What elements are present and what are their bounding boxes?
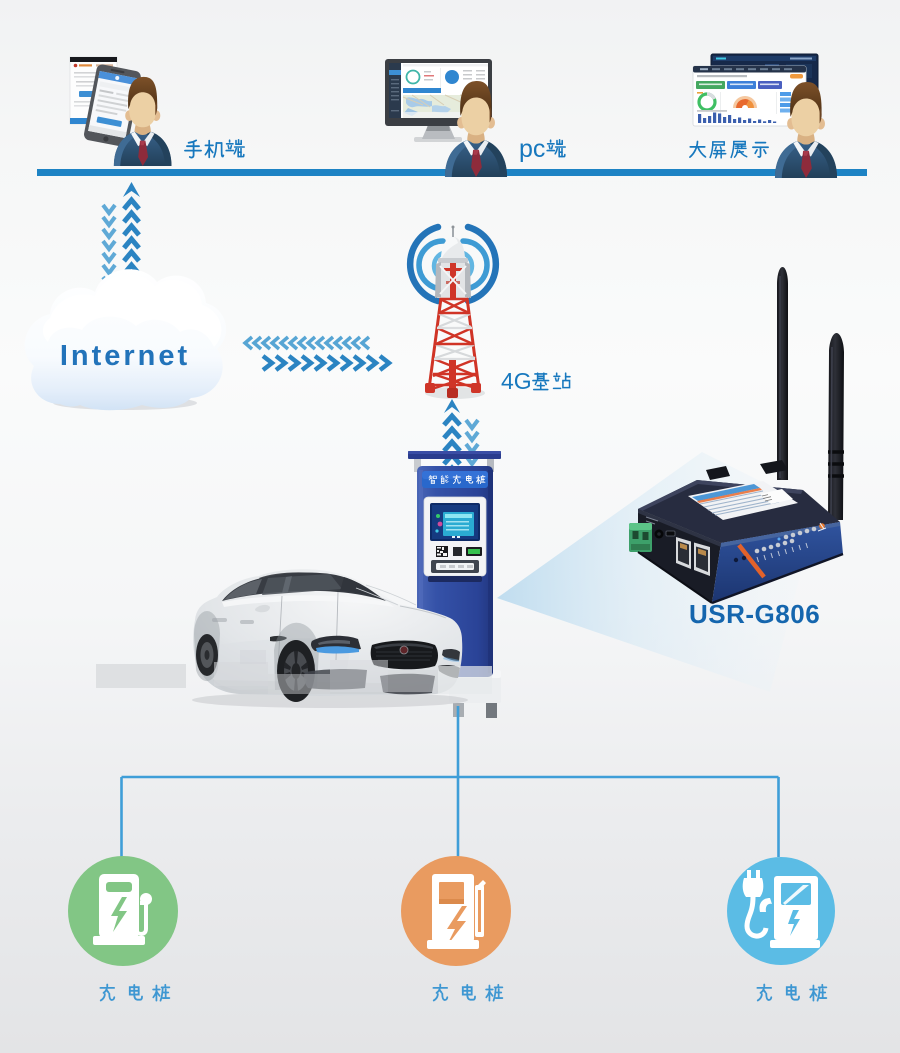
- svg-text:Internet: Internet: [60, 340, 190, 372]
- svg-text:4G: 4G: [501, 368, 532, 394]
- svg-text:USR-G806: USR-G806: [689, 599, 820, 629]
- svg-text:pc: pc: [519, 135, 545, 163]
